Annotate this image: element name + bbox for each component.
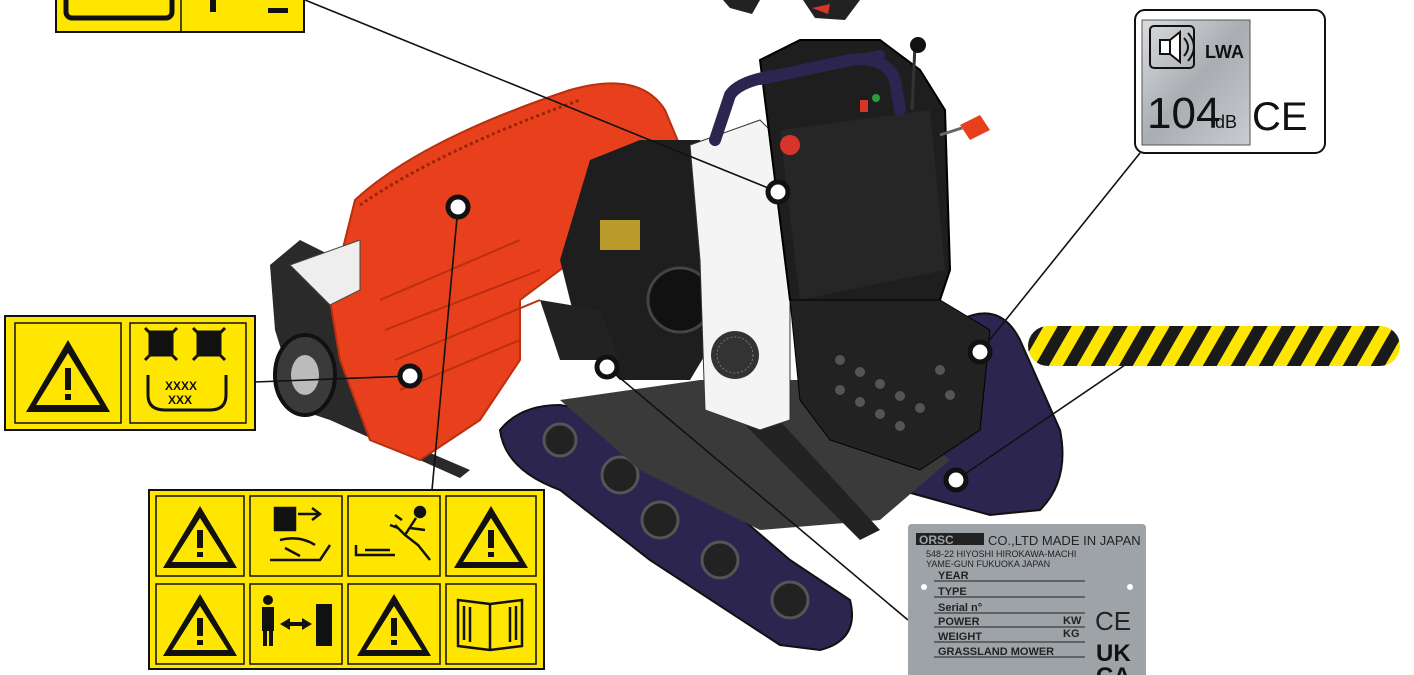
noise-label: LWA 104 dB CE xyxy=(1134,9,1326,154)
marker-rear-bumper xyxy=(943,467,969,493)
marker-rear-right xyxy=(967,339,993,365)
callout-line-hazard-stripe xyxy=(955,364,1126,481)
marker-control-box xyxy=(765,179,791,205)
field-year: YEAR xyxy=(938,570,969,582)
field-serial: Serial n° xyxy=(938,602,982,614)
callout-line-top-label xyxy=(304,0,779,193)
no-hands-in-rotor-icon: XXXX XXX xyxy=(143,326,228,412)
maintenance-manual-icon xyxy=(270,506,332,562)
warning-triangle-icon xyxy=(454,506,528,568)
warning-triangle-icon xyxy=(163,594,237,656)
weight-unit: KG xyxy=(1063,628,1080,640)
address-line-2: YAME-GUN FUKUOKA JAPAN xyxy=(926,559,1050,569)
sound-level-symbol: LWA xyxy=(1205,42,1244,62)
field-type: TYPE xyxy=(938,586,967,598)
plate-ce-mark: CE xyxy=(1095,606,1131,636)
ukca-mark-bottom: CA xyxy=(1096,663,1131,675)
thrown-objects-person-icon xyxy=(354,505,431,561)
marker-deck-top xyxy=(445,194,471,220)
machine-illustration xyxy=(270,0,1064,652)
callout-line-bottom-label xyxy=(431,206,459,491)
address-line-1: 548-22 HIYOSHI HIROKAWA-MACHI xyxy=(926,549,1076,559)
brand-name: ORSC xyxy=(919,533,954,547)
field-product-name: GRASSLAND MOWER xyxy=(938,646,1054,658)
marker-engine-side xyxy=(594,354,620,380)
marker-rotor xyxy=(397,363,423,389)
cropped-symbol-icon xyxy=(63,0,175,21)
power-unit: KW xyxy=(1063,615,1082,627)
svg-text:XXXX: XXXX xyxy=(165,379,197,393)
sound-level-value: 104 xyxy=(1147,89,1220,138)
cropped-symbol-icon xyxy=(210,0,216,12)
maker-line: CO.,LTD MADE IN JAPAN xyxy=(988,533,1141,548)
rear-panel xyxy=(789,299,991,471)
callout-line-noise-label xyxy=(979,152,1141,353)
field-power: POWER xyxy=(938,616,980,628)
svg-text:XXX: XXX xyxy=(168,393,192,407)
warning-triangle-icon xyxy=(163,506,237,568)
callout-lines xyxy=(254,0,1141,621)
keep-distance-icon xyxy=(262,595,332,646)
callout-line-left-label xyxy=(254,375,411,383)
top-left-safety-label xyxy=(55,0,305,33)
sound-power-icon xyxy=(1149,25,1195,69)
callout-line-rating-plate xyxy=(606,366,909,621)
field-weight: WEIGHT xyxy=(938,631,982,643)
rating-plate: ORSC CO.,LTD MADE IN JAPAN 548-22 HIYOSH… xyxy=(908,524,1146,675)
ukca-mark-top: UK xyxy=(1096,640,1131,667)
warning-triangle-icon xyxy=(26,340,110,412)
pictogram-safety-label xyxy=(148,489,545,670)
read-manual-icon xyxy=(456,598,524,652)
hazard-stripe-tape xyxy=(1028,326,1400,366)
sound-level-unit: dB xyxy=(1215,112,1237,132)
rotor-hazard-label: XXXX XXX xyxy=(4,315,256,431)
warning-triangle-icon xyxy=(357,594,431,656)
ce-mark: CE xyxy=(1252,95,1308,139)
callout-markers xyxy=(397,179,993,493)
brand-logo xyxy=(916,533,984,545)
